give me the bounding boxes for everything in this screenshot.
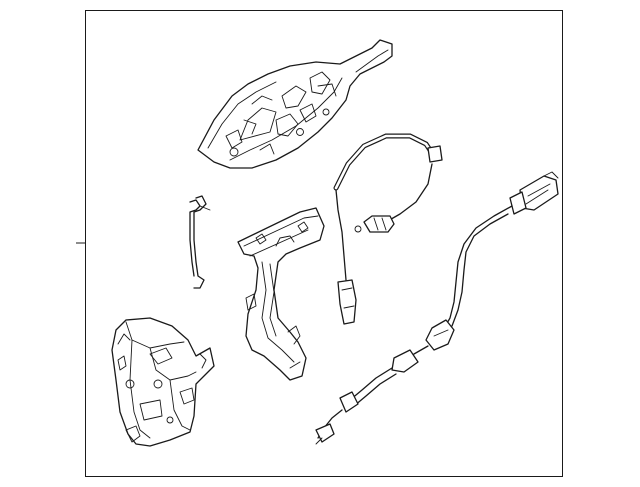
outside-release-cable <box>315 171 559 445</box>
door-latch-actuator <box>111 317 215 447</box>
handle-bracket <box>237 207 325 381</box>
lock-rod <box>189 195 211 289</box>
inside-handle-cable <box>333 133 443 325</box>
diagram-frame <box>85 10 563 477</box>
outside-handle-reinforcement <box>197 39 393 169</box>
